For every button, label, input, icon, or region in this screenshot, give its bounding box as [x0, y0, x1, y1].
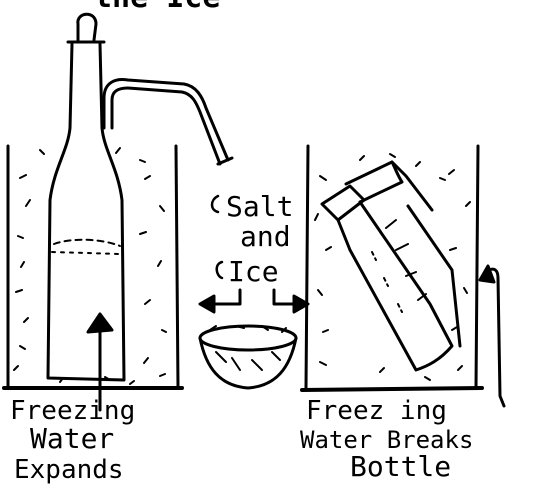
- right-caption-line3: Bottle: [350, 450, 451, 483]
- right-caption: Freez ing Water Breaks Bottle: [300, 396, 473, 483]
- overflow-tube: [104, 80, 232, 164]
- right-container: [302, 146, 482, 390]
- salt-ice-bowl: [200, 326, 296, 388]
- left-caption: Freezing Water Expands: [10, 396, 135, 485]
- salt-label: Salt: [226, 190, 293, 223]
- right-bracket: [480, 266, 504, 406]
- ice-label: Ice: [228, 255, 279, 288]
- center-label: Salt and Ice: [212, 190, 293, 288]
- left-bottle: [48, 14, 124, 380]
- left-caption-line3: Expands: [14, 455, 124, 485]
- left-caption-line2: Water: [30, 422, 114, 455]
- left-container: [4, 146, 182, 388]
- broken-bottle: [322, 162, 460, 370]
- right-caption-line1: Freez ing: [306, 396, 447, 426]
- left-pointer-arrow: [200, 290, 240, 312]
- top-caption: the Ice: [94, 0, 220, 15]
- right-pointer-arrow: [274, 290, 308, 312]
- and-label: and: [240, 220, 291, 253]
